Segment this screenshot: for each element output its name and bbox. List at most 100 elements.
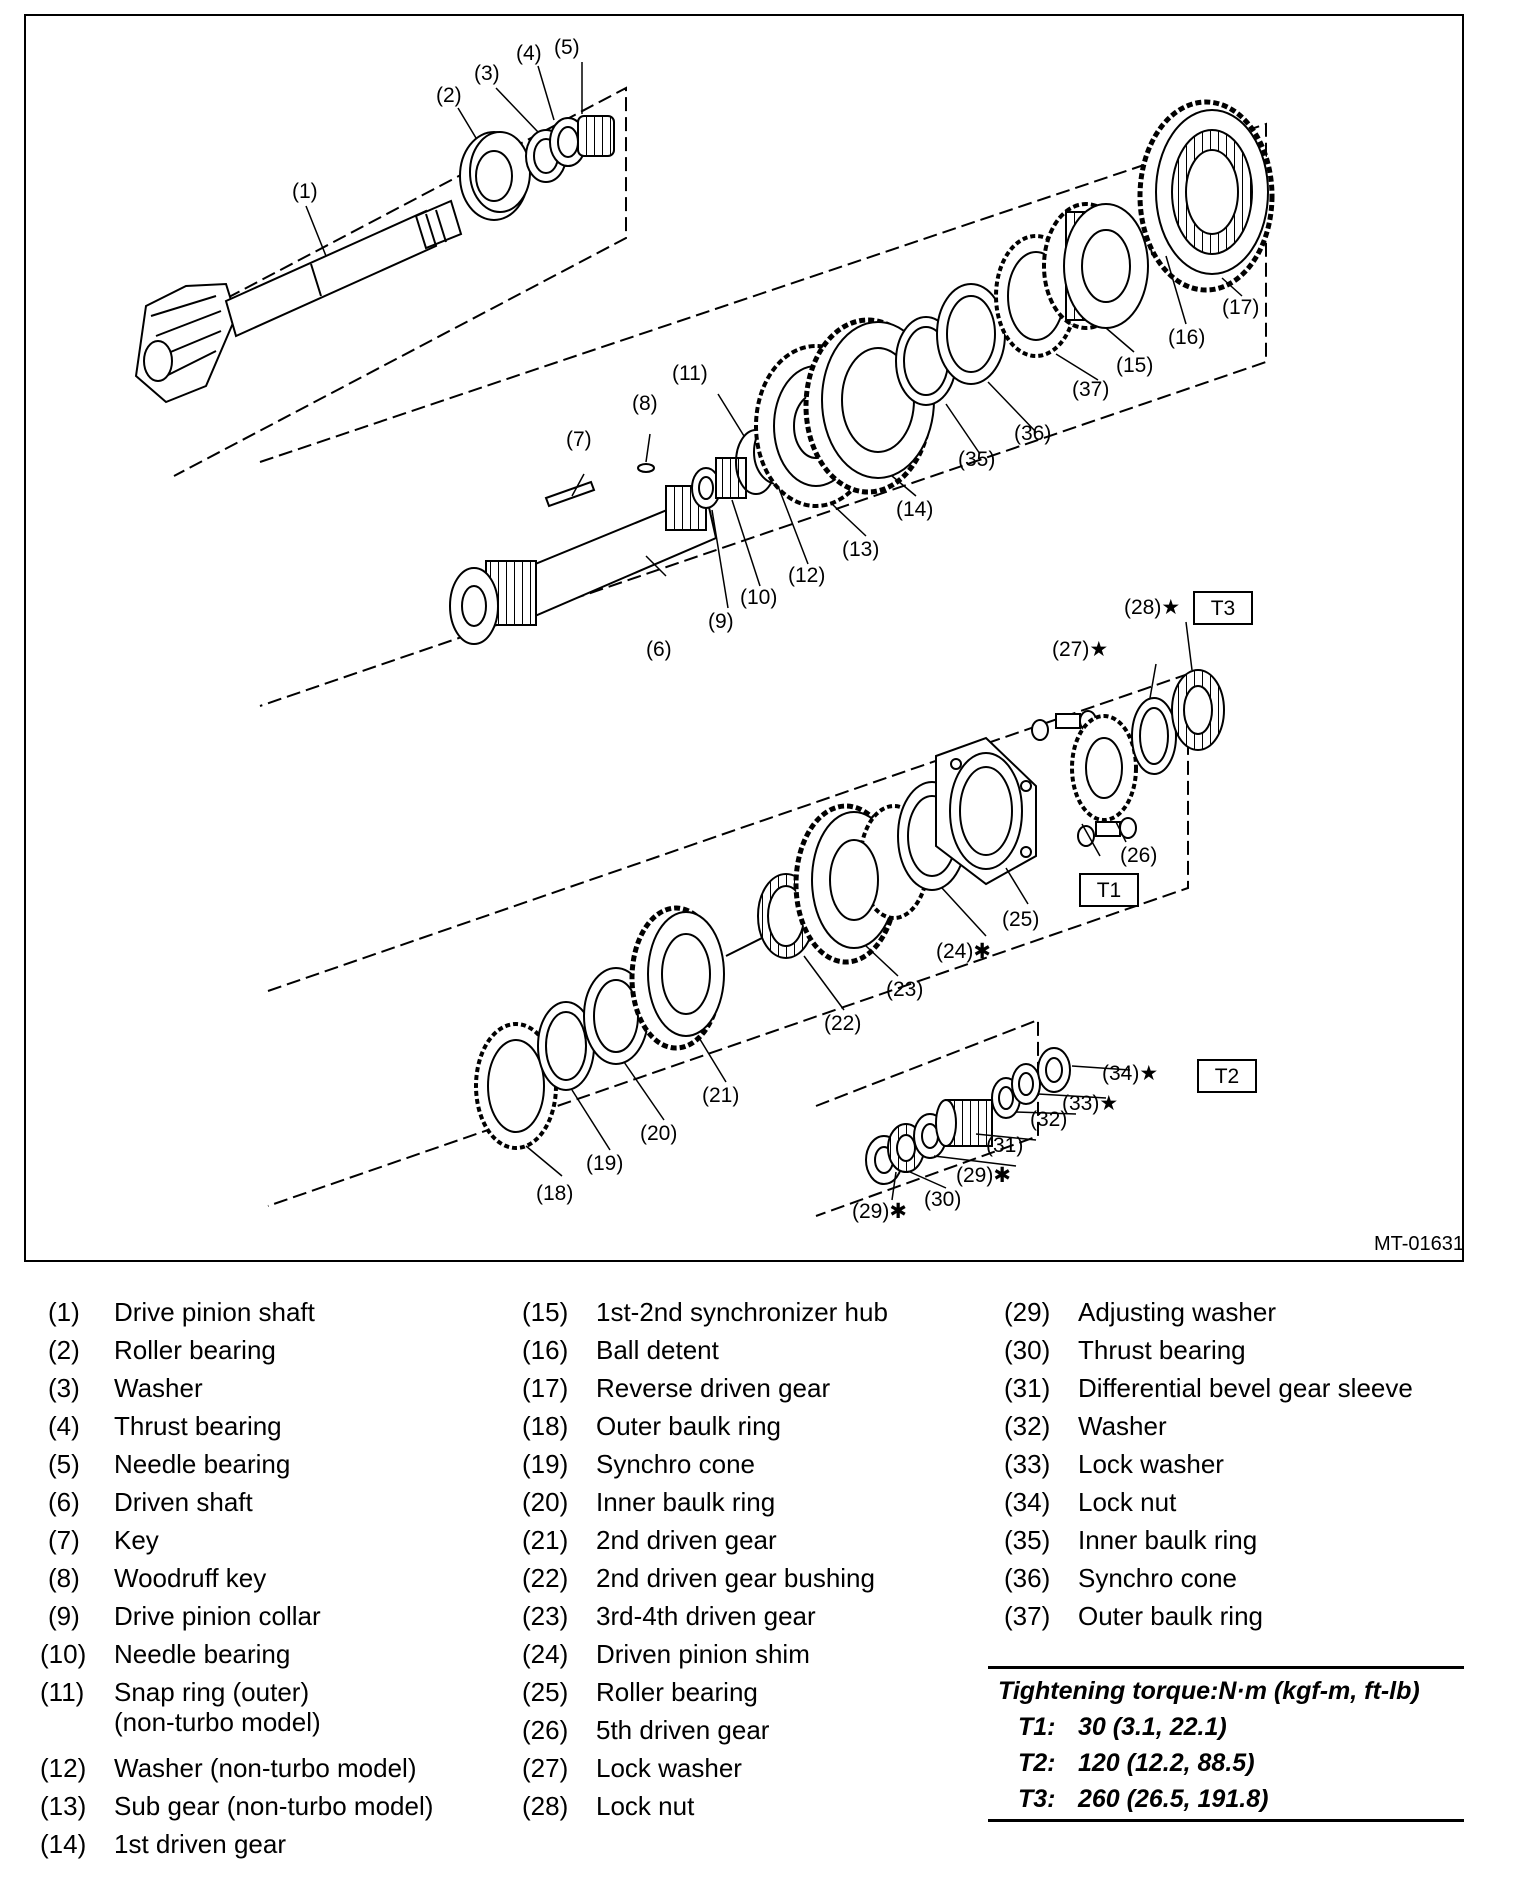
- callout-17: (17): [1222, 296, 1259, 319]
- legend-num: (13): [40, 1791, 87, 1821]
- torque-label-t3: T3:: [1018, 1785, 1056, 1813]
- torque-t2-label: T2: [1215, 1065, 1240, 1088]
- legend-item: Woodruff key: [114, 1563, 267, 1593]
- legend-item: Needle bearing: [114, 1449, 291, 1479]
- callout-4: (4): [516, 42, 542, 65]
- callout-15: (15): [1116, 354, 1153, 377]
- legend-item: Driven pinion shim: [596, 1639, 810, 1669]
- legend-item: Roller bearing: [596, 1677, 758, 1707]
- legend-item-continued: (non-turbo model): [114, 1707, 321, 1737]
- legend-item: Drive pinion collar: [114, 1601, 321, 1631]
- legend-num: (15): [522, 1297, 569, 1327]
- torque-box-t1: T1: [1079, 873, 1139, 907]
- exploded-view-diagram: T1 T2 T3 (1) (2) (3) (4) (5) (6) (7) (8)…: [24, 14, 1464, 1262]
- legend-item: Washer (non-turbo model): [114, 1753, 417, 1783]
- legend-item: Lock washer: [596, 1753, 742, 1783]
- callout-8: (8): [632, 392, 658, 415]
- fifth-driven-gear-26: [1070, 714, 1138, 822]
- legend-num: (30): [1004, 1335, 1051, 1365]
- legend-item: Synchro cone: [1078, 1563, 1237, 1593]
- callout-13: (13): [842, 538, 879, 561]
- bevel-gear-sleeve-31: [935, 1099, 993, 1147]
- drive-pinion-collar-9: [691, 467, 721, 509]
- callout-20: (20): [640, 1122, 677, 1145]
- torque-label-t1: T1:: [1018, 1713, 1056, 1741]
- legend-num: (16): [522, 1335, 569, 1365]
- torque-t3-label: T3: [1211, 597, 1236, 620]
- callout-25: (25): [1002, 908, 1039, 931]
- legend-item: 2nd driven gear bushing: [596, 1563, 875, 1593]
- callout-35: (35): [958, 448, 995, 471]
- needle-bearing-10: [715, 457, 747, 499]
- callout-7: (7): [566, 428, 592, 451]
- legend-num: (29): [1004, 1297, 1051, 1327]
- legend-num: (19): [522, 1449, 569, 1479]
- legend-item: 2nd driven gear: [596, 1525, 777, 1555]
- tightening-torque-table: Tightening torque:N·m (kgf-m, ft-lb) T1:…: [988, 1666, 1464, 1822]
- torque-label-t2: T2:: [1018, 1749, 1056, 1777]
- callout-2: (2): [436, 84, 462, 107]
- callout-19: (19): [586, 1152, 623, 1175]
- legend-num: (4): [48, 1411, 80, 1441]
- legend-item: Thrust bearing: [1078, 1335, 1246, 1365]
- callout-12: (12): [788, 564, 825, 587]
- callout-28: (28)★: [1124, 596, 1180, 619]
- legend-item: Adjusting washer: [1078, 1297, 1276, 1327]
- lock-washer-33: [1011, 1063, 1041, 1105]
- legend-item: Washer: [114, 1373, 203, 1403]
- legend-item: Inner baulk ring: [1078, 1525, 1258, 1555]
- key-7: [544, 480, 596, 508]
- legend-item: Ball detent: [596, 1335, 719, 1365]
- legend-num: (24): [522, 1639, 569, 1669]
- synchro-cone-19: [537, 1001, 595, 1091]
- legend-num: (2): [48, 1335, 80, 1365]
- callout-14: (14): [896, 498, 933, 521]
- callout-29-lower: (29)✱: [852, 1200, 907, 1223]
- legend-item: 3rd-4th driven gear: [596, 1601, 816, 1631]
- legend-item: Lock washer: [1078, 1449, 1224, 1479]
- callout-16: (16): [1168, 326, 1205, 349]
- callout-11: (11): [672, 362, 708, 385]
- legend-item: 1st driven gear: [114, 1829, 286, 1859]
- legend-num: (28): [522, 1791, 569, 1821]
- legend-num: (9): [48, 1601, 80, 1631]
- legend-num: (6): [48, 1487, 80, 1517]
- legend-item: 5th driven gear: [596, 1715, 770, 1745]
- callout-9: (9): [708, 610, 734, 633]
- callout-5: (5): [554, 36, 580, 59]
- legend-num: (35): [1004, 1525, 1051, 1555]
- torque-t1-label: T1: [1097, 879, 1122, 902]
- legend-item: Lock nut: [1078, 1487, 1177, 1517]
- legend-num: (14): [40, 1829, 87, 1859]
- legend-num: (11): [40, 1677, 85, 1707]
- legend-item: Washer: [1078, 1411, 1167, 1441]
- legend-item: Needle bearing: [114, 1639, 291, 1669]
- callout-23: (23): [886, 978, 923, 1001]
- legend-num: (1): [48, 1297, 80, 1327]
- callout-27: (27)★: [1052, 638, 1108, 661]
- legend-item: Outer baulk ring: [1078, 1601, 1263, 1631]
- callout-18: (18): [536, 1182, 573, 1205]
- assembly-outlines: [173, 86, 1267, 1217]
- legend-item: Snap ring (outer): [114, 1677, 310, 1707]
- legend-item: Lock nut: [596, 1791, 695, 1821]
- callout-1: (1): [292, 180, 318, 203]
- woodruff-key-8: [637, 463, 655, 473]
- callout-36: (36): [1014, 422, 1051, 445]
- torque-value-t1: 30 (3.1, 22.1): [1078, 1713, 1227, 1741]
- legend-item: Reverse driven gear: [596, 1373, 831, 1403]
- callout-29-upper: (29)✱: [956, 1164, 1011, 1187]
- outer-baulk-ring-18: [474, 1022, 558, 1150]
- legend-num: (8): [48, 1563, 80, 1593]
- legend-num: (12): [40, 1753, 87, 1783]
- reverse-driven-gear-17: [1137, 99, 1275, 293]
- torque-box-t3: T3: [1193, 591, 1253, 625]
- legend-num: (22): [522, 1563, 569, 1593]
- legend-num: (17): [522, 1373, 569, 1403]
- legend-num: (23): [522, 1601, 569, 1631]
- torque-value-t2: 120 (12.2, 88.5): [1078, 1749, 1255, 1777]
- legend-item: Sub gear (non-turbo model): [114, 1791, 434, 1821]
- needle-bearing-5: [577, 115, 615, 157]
- roller-bearing-2: [459, 131, 531, 221]
- legend-num: (7): [48, 1525, 80, 1555]
